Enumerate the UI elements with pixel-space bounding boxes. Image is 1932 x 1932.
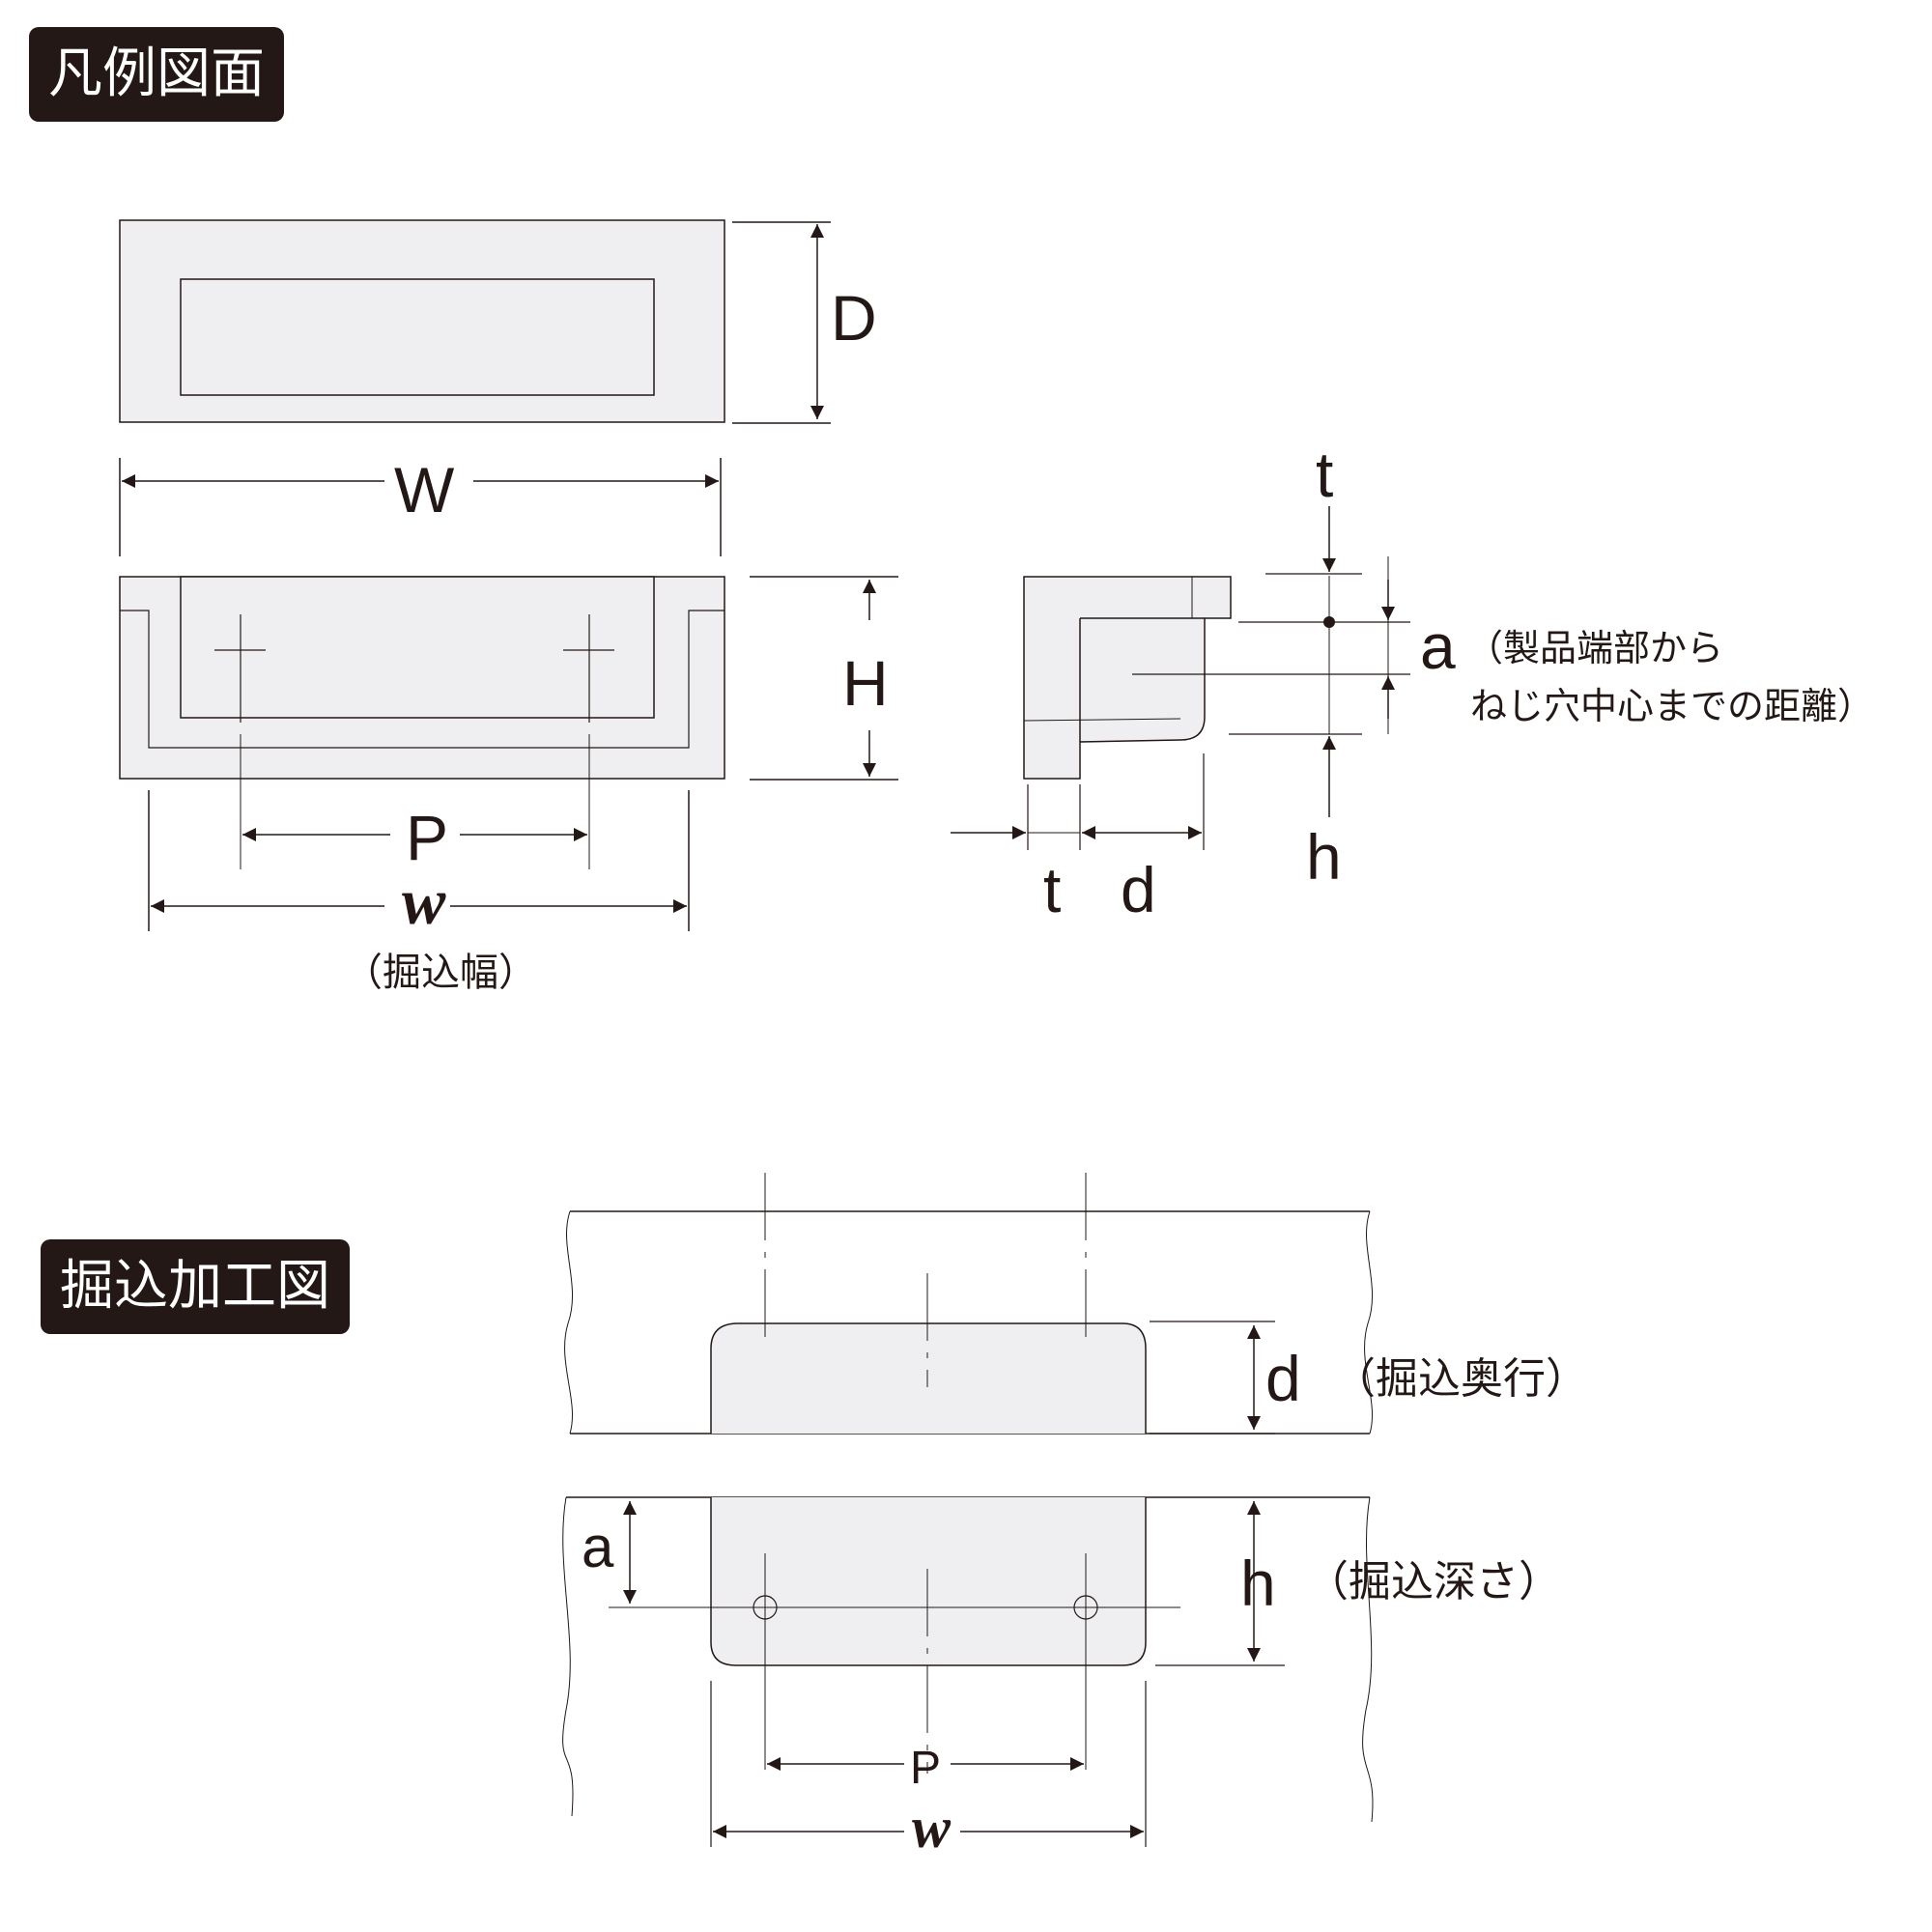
screw-hole-right bbox=[1073, 1595, 1098, 1620]
top-view-inner bbox=[180, 278, 655, 396]
machining-label-d: d bbox=[1265, 1343, 1301, 1414]
legend-top-view bbox=[119, 219, 831, 556]
label-d: d bbox=[1121, 854, 1156, 925]
machining-label-P: P bbox=[910, 1743, 941, 1794]
pocket-outline bbox=[710, 1322, 1147, 1434]
machining-label-w: w bbox=[912, 1796, 952, 1860]
label-P: P bbox=[406, 802, 448, 873]
label-D: D bbox=[831, 282, 877, 354]
screw-hole-left bbox=[753, 1595, 778, 1620]
machining-label-a: a bbox=[582, 1515, 614, 1579]
pocket-front-outline bbox=[710, 1497, 1147, 1666]
label-W: W bbox=[394, 454, 455, 526]
legend-front-view bbox=[119, 576, 898, 931]
machining-front-view bbox=[562, 1496, 1374, 1847]
screw-center-dot bbox=[1323, 616, 1335, 628]
label-a-note-1: （製品端部から bbox=[1466, 627, 1723, 669]
machining-title-badge: 掘込加工図 bbox=[41, 1239, 350, 1334]
side-profile bbox=[1023, 576, 1232, 780]
label-h: h bbox=[1306, 821, 1342, 893]
label-t-bottom: t bbox=[1043, 854, 1061, 925]
machining-label-h-note: （掘込深さ） bbox=[1306, 1557, 1561, 1606]
label-a: a bbox=[1420, 611, 1456, 682]
legend-title-badge: 凡例図面 bbox=[29, 27, 284, 122]
front-view-recess bbox=[120, 610, 724, 749]
machining-label-h: h bbox=[1240, 1548, 1276, 1619]
front-view-inner bbox=[180, 576, 655, 719]
label-w: w bbox=[402, 865, 446, 938]
label-H: H bbox=[842, 647, 889, 719]
label-t-top: t bbox=[1316, 439, 1333, 510]
label-a-note-2: ねじ穴中心までの距離） bbox=[1470, 685, 1874, 727]
machining-top-view bbox=[564, 1173, 1374, 1435]
label-w-note: （掘込幅） bbox=[344, 951, 537, 995]
machining-label-d-note: （掘込奥行） bbox=[1333, 1354, 1588, 1404]
legend-side-view bbox=[951, 506, 1410, 850]
